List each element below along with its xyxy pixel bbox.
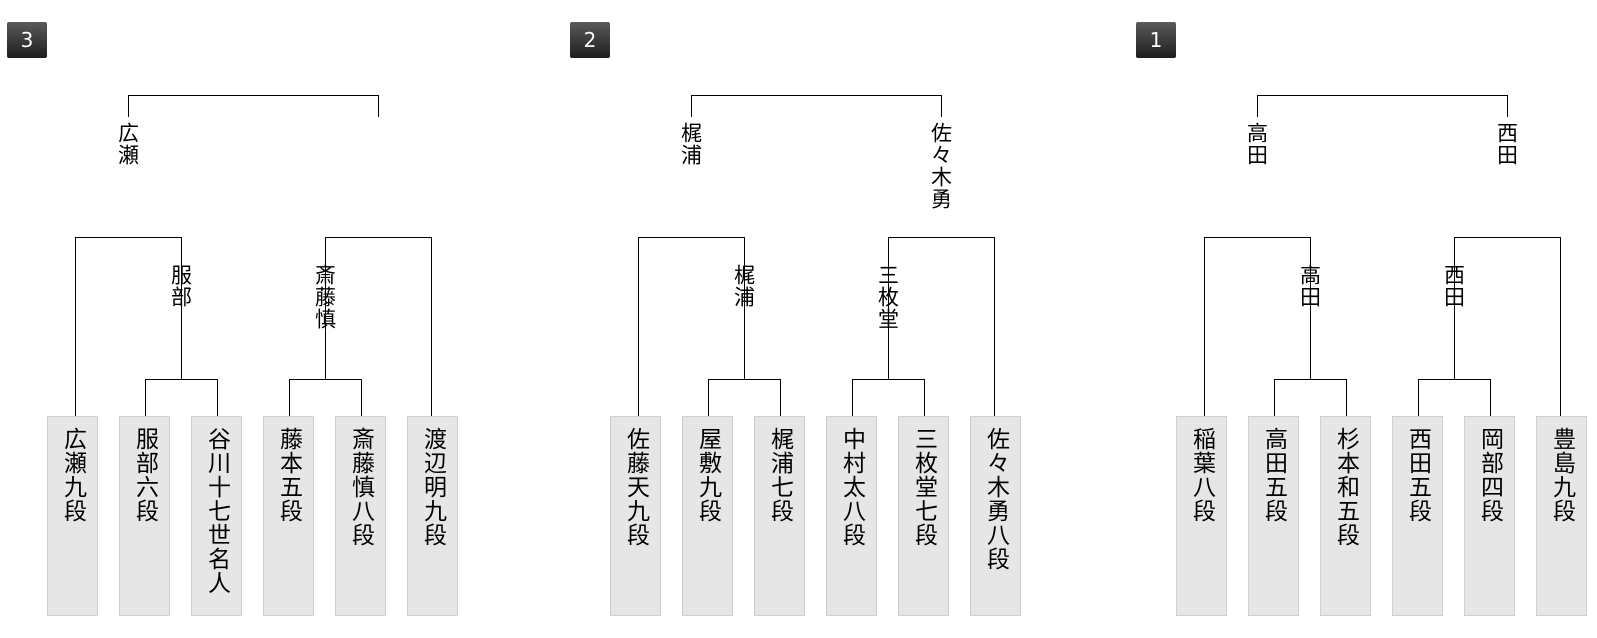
bracket-line [1506, 95, 1508, 117]
bracket-line [360, 379, 362, 416]
player-name: 服部六段 [131, 427, 158, 523]
bracket-line [74, 237, 76, 416]
player-name: 梶浦七段 [766, 427, 793, 523]
player-box: 谷川十七世名人 [191, 416, 242, 616]
bracket-line [127, 95, 379, 96]
bracket-line [637, 237, 745, 238]
player-name: 佐々木勇八段 [982, 427, 1009, 571]
bracket-line [743, 237, 745, 379]
bracket-line [1203, 237, 1311, 238]
semifinal-winner: 高田 [1244, 122, 1269, 166]
player-name: 三枚堂七段 [910, 427, 937, 547]
bracket-line [1559, 237, 1561, 416]
player-box: 佐藤天九段 [610, 416, 661, 616]
player-name: 稲葉八段 [1188, 427, 1215, 523]
player-box: 広瀬九段 [47, 416, 98, 616]
bracket-line [923, 379, 925, 416]
bracket-line [637, 237, 639, 416]
player-box: 藤本五段 [263, 416, 314, 616]
bracket-line [216, 379, 218, 416]
bracket-line [1417, 379, 1491, 380]
bracket-line [1489, 379, 1491, 416]
bracket-number-badge: 1 [1136, 22, 1176, 58]
bracket-line [1256, 95, 1508, 96]
round1-winner: 西田 [1441, 264, 1466, 308]
bracket-line [1273, 379, 1275, 416]
bracket-line [324, 237, 326, 379]
bracket-line [74, 237, 182, 238]
bracket-line [1453, 237, 1561, 238]
bracket-line [690, 95, 942, 96]
player-box: 三枚堂七段 [898, 416, 949, 616]
player-box: 屋敷九段 [682, 416, 733, 616]
player-box: 岡部四段 [1464, 416, 1515, 616]
bracket-line [288, 379, 362, 380]
bracket-line [144, 379, 146, 416]
player-name: 藤本五段 [275, 427, 302, 523]
bracket-line [144, 379, 218, 380]
bracket-line [707, 379, 709, 416]
bracket-line [377, 95, 379, 117]
player-box: 中村太八段 [826, 416, 877, 616]
round1-winner: 三枚堂 [875, 264, 900, 330]
bracket-line [1417, 379, 1419, 416]
round1-winner: 服部 [168, 264, 193, 308]
player-name: 佐藤天九段 [622, 427, 649, 547]
bracket-line [993, 237, 995, 416]
round1-winner: 斎藤慎 [312, 264, 337, 330]
player-name: 豊島九段 [1548, 427, 1575, 523]
player-name: 岡部四段 [1476, 427, 1503, 523]
player-box: 高田五段 [1248, 416, 1299, 616]
semifinal-winner: 西田 [1494, 122, 1519, 166]
bracket-line [1203, 237, 1205, 416]
player-name: 渡辺明九段 [419, 427, 446, 547]
player-box: 西田五段 [1392, 416, 1443, 616]
bracket-line [1273, 379, 1347, 380]
bracket-line [1309, 237, 1311, 379]
semifinal-winner: 梶浦 [678, 122, 703, 166]
player-box: 豊島九段 [1536, 416, 1587, 616]
bracket-line [1453, 237, 1455, 379]
bracket-line [887, 237, 995, 238]
bracket-line [288, 379, 290, 416]
round1-winner: 梶浦 [731, 264, 756, 308]
player-name: 中村太八段 [838, 427, 865, 547]
player-name: 西田五段 [1404, 427, 1431, 523]
player-box: 梶浦七段 [754, 416, 805, 616]
player-box: 服部六段 [119, 416, 170, 616]
player-box: 佐々木勇八段 [970, 416, 1021, 616]
bracket-line [707, 379, 781, 380]
player-name: 谷川十七世名人 [203, 427, 230, 595]
player-name: 杉本和五段 [1332, 427, 1359, 547]
bracket-line [887, 237, 889, 379]
bracket-line [851, 379, 853, 416]
round1-winner: 高田 [1297, 264, 1322, 308]
bracket-line [779, 379, 781, 416]
bracket-line [851, 379, 925, 380]
player-box: 杉本和五段 [1320, 416, 1371, 616]
player-box: 稲葉八段 [1176, 416, 1227, 616]
player-name: 広瀬九段 [59, 427, 86, 523]
bracket-line [127, 95, 129, 117]
bracket-line [324, 237, 432, 238]
player-box: 斎藤慎八段 [335, 416, 386, 616]
player-box: 渡辺明九段 [407, 416, 458, 616]
bracket-line [690, 95, 692, 117]
bracket-line [430, 237, 432, 416]
player-name: 屋敷九段 [694, 427, 721, 523]
bracket-number-badge: 2 [570, 22, 610, 58]
bracket-line [1256, 95, 1258, 117]
bracket-line [940, 95, 942, 117]
semifinal-winner: 広瀬 [115, 122, 140, 166]
bracket-number-badge: 3 [7, 22, 47, 58]
player-name: 斎藤慎八段 [347, 427, 374, 547]
bracket-line [1345, 379, 1347, 416]
bracket-line [180, 237, 182, 379]
player-name: 高田五段 [1260, 427, 1287, 523]
semifinal-winner: 佐々木勇 [928, 122, 953, 210]
